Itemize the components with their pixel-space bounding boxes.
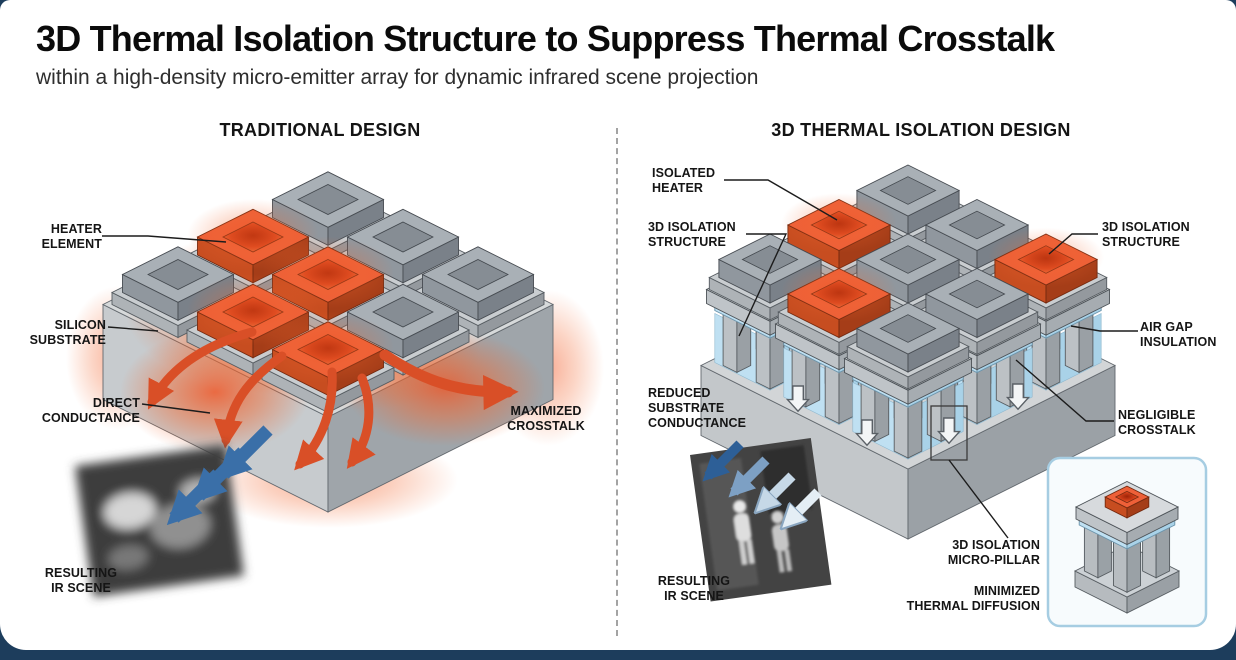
heat-glow bbox=[988, 227, 1104, 288]
panel-divider bbox=[616, 128, 618, 636]
page-title: 3D Thermal Isolation Structure to Suppre… bbox=[36, 18, 1055, 59]
page-subtitle: within a high-density micro-emitter arra… bbox=[36, 66, 759, 89]
crosstalk-arrow bbox=[147, 327, 257, 410]
emission-arrow bbox=[702, 440, 744, 482]
panel-title-isolation: 3D THERMAL ISOLATION DESIGN bbox=[771, 120, 1071, 140]
crosstalk-arrow bbox=[379, 349, 519, 411]
leader-line bbox=[724, 179, 838, 221]
emission-arrow bbox=[786, 488, 822, 524]
panel-title-traditional: TRADITIONAL DESIGN bbox=[219, 120, 421, 140]
label-resulting-ir-scene-left: RESULTING IR SCENE bbox=[44, 566, 118, 595]
leader-line bbox=[102, 235, 227, 243]
label-minimized-thermal-diffusion: MINIMIZED THERMAL DIFFUSION bbox=[906, 584, 1040, 613]
down-arrow-icon bbox=[1005, 383, 1031, 411]
emission-arrow bbox=[166, 469, 223, 526]
label-silicon-substrate: SILICON SUBSTRATE bbox=[29, 318, 106, 347]
label-heater-element: HEATER ELEMENT bbox=[41, 222, 102, 251]
label-3d-isolation-structure-right: 3D ISOLATION STRUCTURE bbox=[1102, 220, 1190, 249]
crosstalk-arrow bbox=[346, 373, 376, 469]
leader-line bbox=[107, 326, 159, 332]
label-direct-conductance: DIRECT CONDUCTANCE bbox=[41, 396, 140, 425]
leader-line bbox=[1048, 233, 1098, 255]
emission-arrow bbox=[728, 456, 770, 498]
leader-line bbox=[1070, 325, 1138, 332]
label-3d-isolation-micro-pillar: 3D ISOLATION MICRO-PILLAR bbox=[947, 538, 1040, 567]
down-arrow-icon bbox=[936, 417, 962, 445]
label-negligible-crosstalk: NEGLIGIBLE CROSSTALK bbox=[1118, 408, 1196, 437]
label-3d-isolation-structure-left: 3D ISOLATION STRUCTURE bbox=[648, 220, 736, 249]
heat-glow bbox=[781, 193, 897, 253]
crosstalk-arrow bbox=[294, 367, 337, 471]
leader-line bbox=[738, 233, 788, 337]
heat-glow bbox=[781, 262, 897, 322]
down-arrow-icon bbox=[785, 385, 811, 413]
emission-arrow bbox=[760, 472, 796, 508]
label-maximized-crosstalk: MAXIMIZED CROSSTALK bbox=[507, 404, 585, 433]
heat-glow bbox=[262, 311, 394, 384]
leader-line bbox=[141, 403, 211, 414]
label-resulting-ir-scene-right: RESULTING IR SCENE bbox=[657, 574, 731, 603]
label-air-gap-insulation: AIR GAP INSULATION bbox=[1140, 320, 1217, 349]
label-isolated-heater: ISOLATED HEATER bbox=[652, 166, 716, 195]
leader-line bbox=[948, 459, 1009, 539]
label-reduced-substrate-conductance: REDUCED SUBSTRATE CONDUCTANCE bbox=[648, 386, 747, 430]
down-arrow-icon bbox=[854, 419, 880, 447]
leader-line bbox=[1015, 359, 1114, 422]
crosstalk-arrow bbox=[213, 351, 287, 449]
